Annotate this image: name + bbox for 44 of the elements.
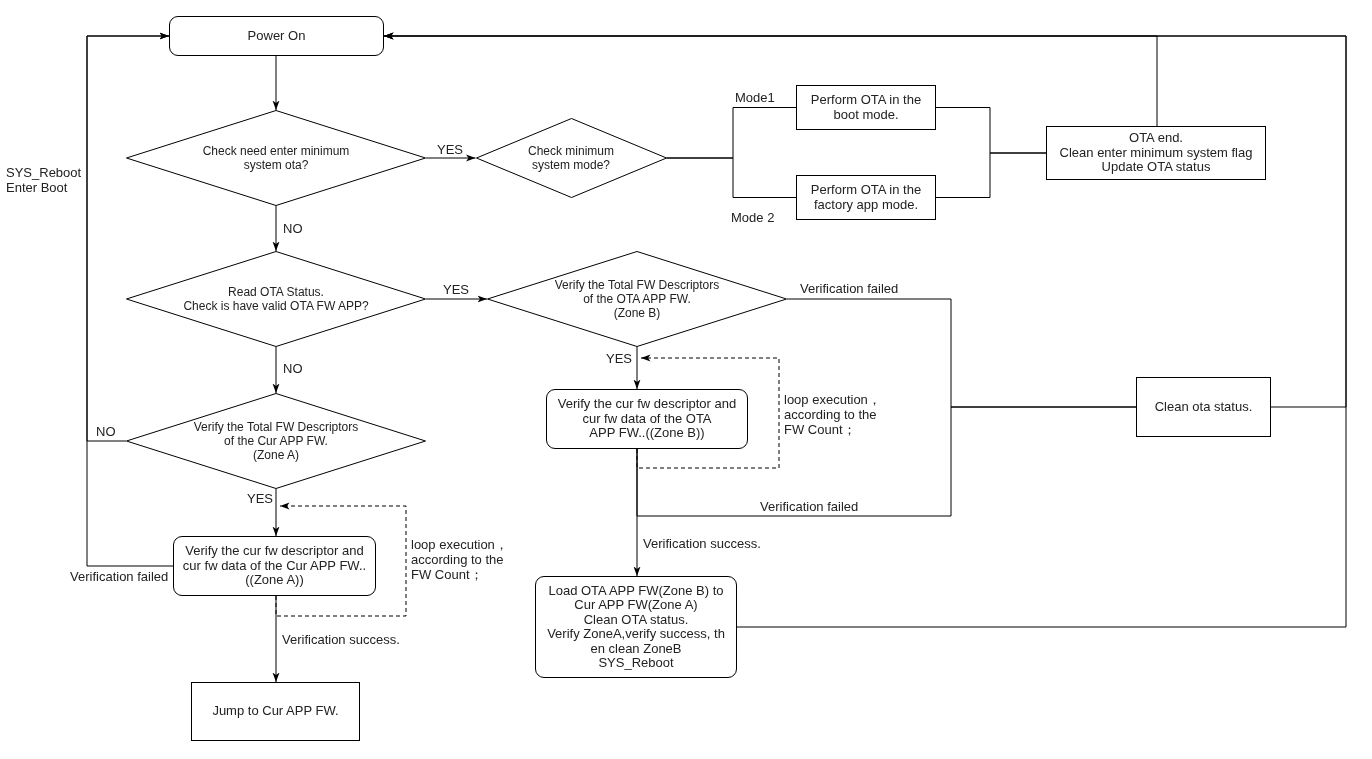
arrow [272, 55, 280, 111]
edge-label: YES [437, 142, 463, 157]
edge-label: Verification success. [643, 536, 761, 551]
process-box: OTA end. Clean enter minimum system flag Update OTA status [1046, 126, 1266, 180]
process-box: Jump to Cur APP FW. [191, 682, 360, 741]
process-box: Clean ota status. [1136, 377, 1271, 437]
connector-line [935, 152, 1047, 198]
connector-line [666, 157, 797, 198]
decision-diamond: Check minimum system mode? [475, 118, 667, 198]
arrow [86, 32, 174, 567]
edge-label: YES [443, 282, 469, 297]
edge-label: NO [283, 221, 303, 236]
dashed-arrow [636, 354, 780, 469]
arrow [383, 32, 1347, 628]
arrow [272, 488, 280, 537]
start-box: Power On [169, 16, 384, 56]
edge-label: NO [283, 361, 303, 376]
edge-label: Mode 2 [731, 210, 775, 225]
arrow [272, 595, 280, 683]
edge-label: YES [606, 351, 632, 366]
process-box: Perform OTA in the factory app mode. [796, 175, 936, 220]
annotation-text: SYS_Reboot Enter Boot [6, 165, 82, 195]
edge-label: Verification failed [800, 281, 899, 296]
decision-diamond: Check need enter minimum system ota? [126, 110, 426, 206]
process-box: Verify the cur fw descriptor and cur fw data of the Cur APP FW.. ((Zone A)) [173, 536, 376, 596]
dashed-arrow [275, 502, 407, 617]
decision-diamond: Verify the Total FW Descriptors of the OTA APP FW. (Zone B) [487, 251, 787, 347]
arrow [633, 346, 641, 390]
edge-label: YES [247, 491, 273, 506]
arrow [425, 154, 476, 162]
arrow [425, 295, 488, 303]
decision-diamond: Verify the Total FW Descriptors of the Cur APP FW. (Zone A) [126, 393, 426, 489]
edge-label: NO [96, 424, 116, 439]
process-box: Perform OTA in the boot mode. [796, 85, 936, 130]
process-box: Load OTA APP FW(Zone B) to Cur APP FW(Zone A) Clean OTA status. Verify ZoneA,verify success, th en clean ZoneB SYS_Reboot [535, 576, 737, 678]
connector-line [636, 406, 1137, 517]
decision-diamond: Read OTA Status. Check is have valid OTA FW APP? [126, 251, 426, 347]
edge-label: Mode1 [735, 90, 775, 105]
edge-label: Verification failed [760, 499, 859, 514]
edge-label: Verification success. [282, 632, 400, 647]
process-box: Verify the cur fw descriptor and cur fw data of the OTA APP FW..((Zone B)) [546, 389, 748, 449]
edge-label: Verification failed [70, 569, 169, 584]
arrow [272, 205, 280, 252]
arrow [272, 346, 280, 394]
